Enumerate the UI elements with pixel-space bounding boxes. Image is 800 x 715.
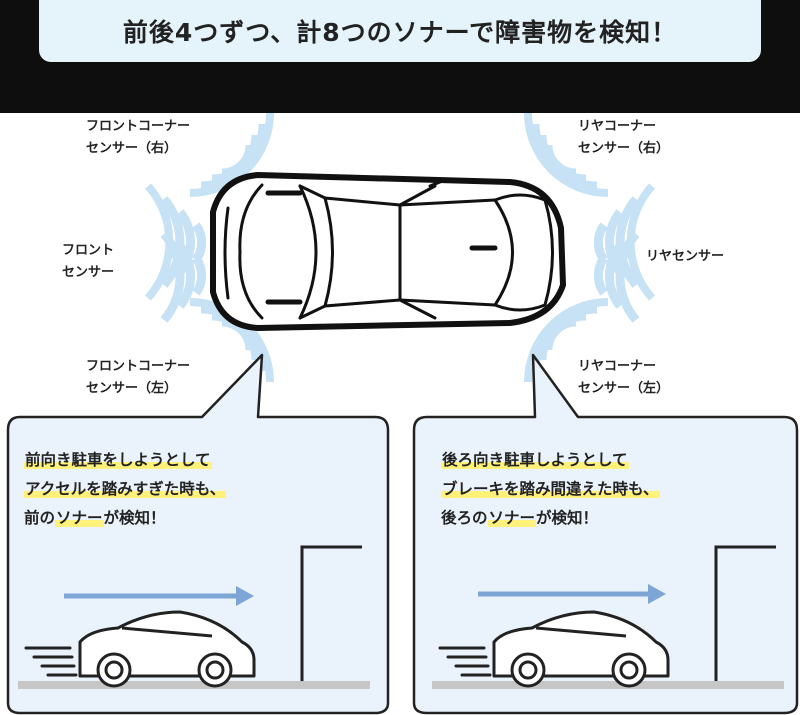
label-rear-corner-left: リヤコーナー センサー（左）	[578, 359, 670, 396]
rear-center-sonar-lower	[593, 231, 640, 323]
right-motion-arrow-head	[648, 584, 666, 604]
label-rear-corner-right: リヤコーナー センサー（右）	[578, 119, 670, 156]
left-panel-line-3-highlight: ソナー	[55, 509, 104, 527]
right-car-side	[492, 610, 670, 688]
right-parking-scene	[432, 545, 784, 689]
right-wall	[714, 545, 776, 682]
right-ground	[432, 681, 784, 689]
car-body-outline	[210, 172, 566, 331]
right-panel-line-3-highlight: ソナー	[487, 509, 537, 527]
car-roof	[323, 196, 402, 308]
right-panel-bubble	[412, 353, 799, 715]
left-parking-scene	[18, 545, 370, 689]
right-panel-line-1: 後ろ向き駐車しようとして	[441, 451, 629, 469]
car-rear-pillar	[493, 193, 547, 202]
car-hood-line	[238, 183, 264, 320]
label-front-sensor: フロント センサー	[62, 243, 115, 280]
car-front-edge	[223, 206, 230, 300]
left-panel-line-3-pre: 前の	[24, 509, 56, 527]
left-ground	[18, 681, 370, 689]
left-motion-arrow-head	[236, 586, 254, 606]
left-panel-line-3-post: が検知！	[103, 509, 166, 527]
car-top-view	[210, 172, 566, 331]
right-panel-line-3-pre: 後ろの	[441, 509, 488, 527]
left-wall	[300, 545, 362, 682]
left-panel-line-1: 前向き駐車をしようとして	[24, 451, 212, 469]
car-rear-window	[398, 198, 514, 307]
rear-corner-right-sonar	[524, 112, 609, 197]
front-corner-right-sonar	[189, 112, 274, 197]
right-speed-lines	[438, 646, 492, 677]
right-panel-text: 後ろ向き駐車しようとして ブレーキを踏み間違えた時も、 後ろのソナーが検知！	[441, 446, 660, 533]
label-front-corner-left: フロントコーナー センサー（左）	[86, 359, 191, 396]
left-panel-bubble	[6, 353, 390, 715]
front-center-sonar-lower	[160, 231, 207, 323]
right-panel-line-3-post: が検知！	[536, 509, 599, 527]
car-windshield	[298, 184, 318, 320]
left-car-side	[78, 610, 256, 688]
left-panel-line-2: アクセルを踏みすぎた時も、	[24, 480, 227, 498]
label-front-corner-right: フロントコーナー センサー（右）	[86, 119, 191, 156]
left-panel-text: 前向き駐車をしようとして アクセルを踏みすぎた時も、 前のソナーが検知！	[24, 446, 227, 533]
left-speed-lines	[24, 646, 78, 677]
right-panel-line-2: ブレーキを踏み間違えた時も、	[441, 480, 660, 498]
page-title: 前後4つずつ、計8つのソナーで障害物を検知！	[39, 0, 761, 62]
label-rear-sensor: リヤセンサー	[646, 249, 725, 264]
